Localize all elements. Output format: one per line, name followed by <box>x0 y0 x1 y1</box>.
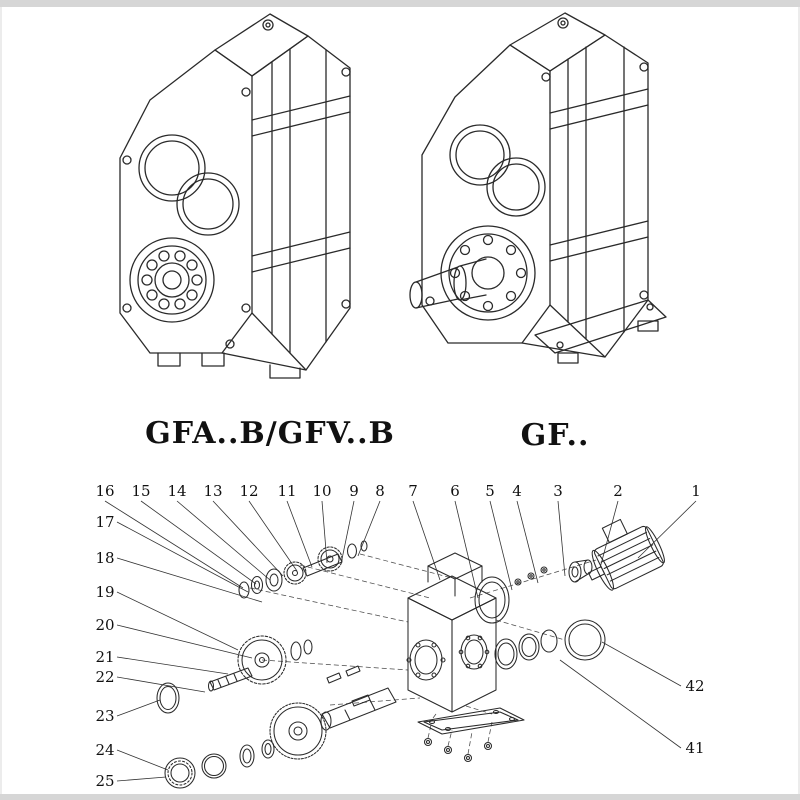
product-label-gf: GF.. <box>520 418 590 453</box>
part-callout: 7 <box>408 482 418 500</box>
part-callout: 15 <box>131 482 150 500</box>
gf-output-shaft <box>409 258 487 309</box>
part-callout: 2 <box>613 482 623 500</box>
part-callout: 21 <box>95 648 114 666</box>
gear-housing <box>406 552 497 713</box>
part-callout: 22 <box>95 668 114 686</box>
gfab-housing-outline <box>119 13 351 371</box>
output-shaft-subassembly <box>164 665 397 789</box>
part-callout: 12 <box>239 482 258 500</box>
input-shaft-subassembly <box>238 540 368 599</box>
part-callout: 17 <box>95 513 114 531</box>
part-callout: 5 <box>485 482 495 500</box>
part-callout: 1 <box>691 482 701 500</box>
part-callout: 42 <box>685 677 704 695</box>
part-callout: 13 <box>203 482 222 500</box>
part-callout: 24 <box>95 741 114 759</box>
motor <box>587 518 665 591</box>
part-callout: 41 <box>685 739 704 757</box>
part-callout: 8 <box>375 482 385 500</box>
intermediate-gear-subassembly <box>156 635 313 714</box>
part-callout: 23 <box>95 707 114 725</box>
part-callout: 18 <box>95 549 114 567</box>
gf-bolts-and-base <box>425 62 667 364</box>
callouts-left-column: 17 18 19 20 21 22 23 24 25 <box>95 513 114 790</box>
product-label-gfab: GFA..B/GFV..B <box>145 416 395 451</box>
part-callout: 16 <box>95 482 114 500</box>
gfab-bolts-and-feet <box>122 67 351 379</box>
assembly-axis-lines <box>249 553 597 755</box>
cover-plate-and-bolts <box>417 707 525 763</box>
exploded-view-diagram: 16 15 14 13 12 11 10 9 8 7 6 5 4 3 2 1 1… <box>95 482 704 790</box>
gfab-bores-and-bearing <box>129 134 240 323</box>
part-callout: 25 <box>95 772 114 790</box>
part-callout: 14 <box>167 482 186 500</box>
gearbox-drawing-gfab <box>119 13 351 379</box>
seals-and-rings <box>474 559 606 670</box>
callouts-right-column: 42 41 <box>685 677 704 757</box>
callouts-top-row: 16 15 14 13 12 11 10 9 8 7 6 5 4 3 2 1 <box>95 482 700 500</box>
page-edge-bottom <box>0 794 800 800</box>
callout-leader-lines <box>104 500 697 782</box>
part-callout: 11 <box>277 482 296 500</box>
part-callout: 19 <box>95 583 114 601</box>
gf-bores-and-flange <box>440 124 546 321</box>
part-callout: 3 <box>553 482 563 500</box>
gearbox-drawing-gf <box>409 12 667 364</box>
part-callout: 9 <box>349 482 359 500</box>
gf-housing-outline <box>421 12 649 358</box>
page-edge-top <box>0 0 800 7</box>
part-callout: 20 <box>95 616 114 634</box>
part-callout: 4 <box>512 482 522 500</box>
part-callout: 6 <box>450 482 460 500</box>
part-callout: 10 <box>312 482 331 500</box>
